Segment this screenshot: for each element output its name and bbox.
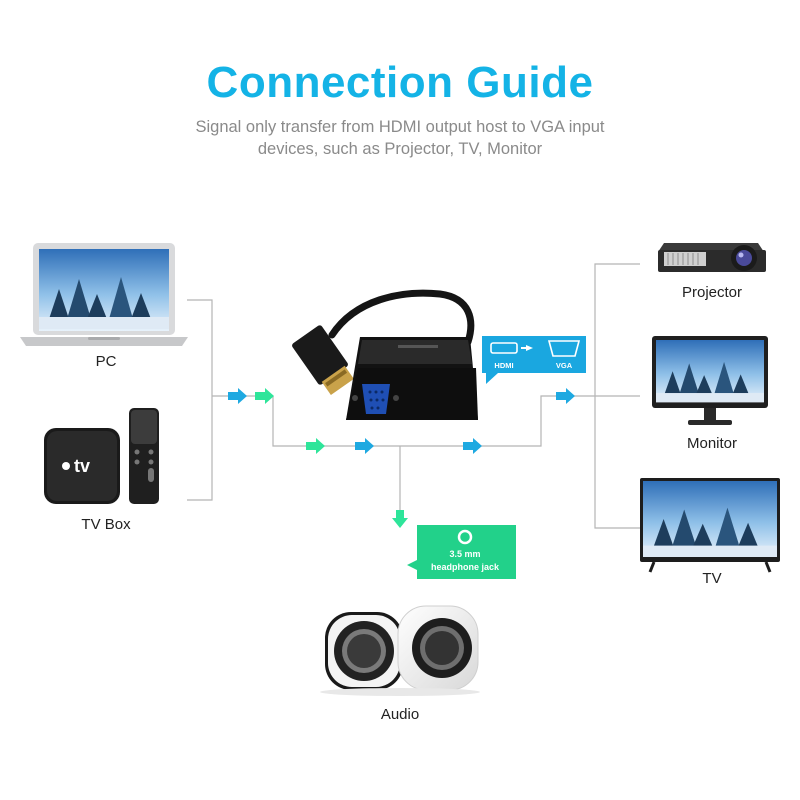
hdmi-badge-label: HDMI	[494, 361, 513, 370]
arrow-blue-2	[355, 438, 374, 454]
tv-box-brand-text: tv	[74, 456, 90, 476]
jack-badge-line-2: headphone jack	[431, 562, 500, 572]
tv-icon	[640, 478, 780, 573]
vga-badge-label: VGA	[556, 361, 573, 370]
vga-port-icon	[547, 340, 581, 357]
jack-badge-line-1: 3.5 mm	[449, 549, 480, 559]
page-title: Connection Guide	[206, 58, 594, 107]
laptop-icon	[20, 243, 188, 346]
audio-label: Audio	[380, 706, 420, 723]
page-subtitle: Signal only transfer from HDMI output ho…	[0, 116, 800, 160]
tv-box-label: TV Box	[81, 516, 131, 533]
arrow-right-icon	[526, 345, 533, 351]
projector-icon	[658, 243, 766, 272]
headphone-jack-badge: 3.5 mm headphone jack	[407, 525, 516, 579]
arrow-blue-4	[556, 388, 575, 404]
hdmi-vga-adapter-icon	[292, 289, 478, 420]
monitor-label: Monitor	[686, 435, 738, 452]
arrow-green-1	[255, 388, 274, 404]
projector-label: Projector	[681, 284, 743, 301]
hdmi-port-icon	[490, 342, 518, 354]
signal-arrows	[228, 388, 575, 528]
arrow-blue-3	[463, 438, 482, 454]
arrow-green-2	[306, 438, 325, 454]
subtitle-line-1: Signal only transfer from HDMI output ho…	[195, 118, 605, 136]
subtitle-line-2: devices, such as Projector, TV, Monitor	[257, 140, 543, 158]
arrow-green-down	[392, 510, 408, 528]
audio-jack-icon	[457, 529, 473, 545]
remote-icon	[129, 408, 159, 504]
speakers-icon	[320, 605, 480, 696]
pc-label: PC	[95, 353, 117, 370]
pc-line	[187, 299, 213, 501]
monitor-icon	[652, 336, 768, 425]
tv-label: TV	[702, 570, 722, 587]
tv-box-icon: tv	[44, 428, 120, 504]
arrow-blue-1	[228, 388, 247, 404]
hdmi-vga-badge: HDMI VGA	[482, 336, 586, 384]
